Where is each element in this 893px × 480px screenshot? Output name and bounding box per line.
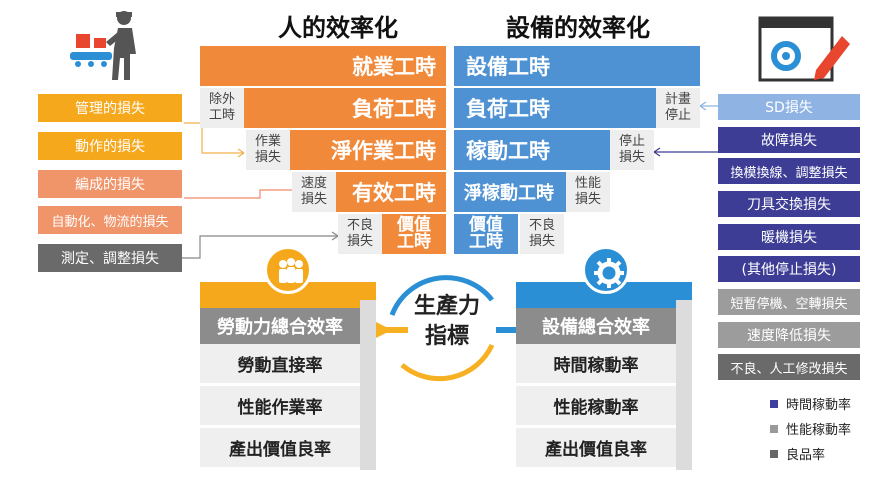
equipment-defect-loss-label: 不良損失 (520, 214, 564, 254)
human-net-work-hours-bar: 淨作業工時 (290, 130, 446, 170)
equipment-stack-header: 設備總合效率 (516, 308, 676, 344)
stop-loss-label: 停止損失 (610, 130, 654, 170)
line-balance-loss-box: 編成的損失 (38, 170, 182, 198)
speed-reduction-loss-box: 速度降低損失 (718, 322, 860, 348)
labor-stack: 勞動力總合效率 勞動直接率 性能作業率 產出價值良率 (200, 282, 376, 472)
equipment-efficiency-title: 設備的效率化 (506, 14, 650, 42)
human-load-hours-bar: 負荷工時 (244, 88, 446, 128)
speed-loss-label: 速度損失 (292, 172, 336, 212)
changeover-loss-box: 換模換線、調整損失 (718, 158, 860, 184)
human-defect-loss-label: 不良損失 (338, 214, 382, 254)
legend-item-performance-operation: 性能稼動率 (770, 419, 880, 438)
motion-loss-box: 動作的損失 (38, 132, 182, 160)
legend-item-yield: 良品率 (770, 444, 880, 463)
equipment-tier-performance-rate: 性能稼動率 (516, 386, 676, 426)
connector-gold (184, 122, 244, 154)
excluded-hours-label: 除外工時 (200, 88, 244, 128)
productivity-indicator: 生產力 指標 (404, 292, 490, 366)
legend-swatch (770, 424, 778, 433)
equipment-tier-time-rate: 時間稼動率 (516, 344, 676, 384)
human-working-hours-bar: 就業工時 (200, 46, 446, 86)
human-efficiency-title: 人的效率化 (278, 14, 398, 42)
human-value-hours-bar: 價值工時 (382, 214, 446, 254)
labor-tier-direct-rate: 勞動直接率 (200, 344, 360, 384)
equipment-operating-hours-bar: 稼動工時 (454, 130, 610, 170)
equipment-net-operating-hours-bar: 淨稼動工時 (454, 172, 566, 212)
labor-tier-performance-rate: 性能作業率 (200, 386, 360, 426)
tool-change-loss-box: 刀具交換損失 (718, 191, 860, 217)
productivity-indicator-line2: 指標 (424, 324, 469, 349)
equipment-hours-bar: 設備工時 (454, 46, 700, 86)
productivity-indicator-line1: 生產力 (413, 294, 480, 319)
defect-rework-loss-box: 不良、人工修改損失 (718, 354, 860, 380)
team-icon (264, 246, 312, 294)
breakdown-loss-box: 故障損失 (718, 127, 860, 153)
management-loss-box: 管理的損失 (38, 94, 182, 122)
labor-stack-header: 勞動力總合效率 (200, 308, 360, 344)
legend-swatch (770, 449, 778, 458)
equipment-value-hours-bar: 價值工時 (454, 214, 518, 254)
equipment-load-hours-bar: 負荷工時 (454, 88, 656, 128)
legend: 時間稼動率 性能稼動率 良品率 (770, 394, 880, 463)
work-loss-label: 作業損失 (246, 130, 290, 170)
legend-item-time-operation: 時間稼動率 (770, 394, 880, 413)
automation-logistics-loss-box: 自動化、物流的損失 (38, 206, 182, 234)
planned-stop-label: 計畫停止 (656, 88, 700, 128)
equipment-value-hours-label: 價值工時 (469, 215, 503, 252)
measurement-adjust-loss-box: 測定、調整損失 (38, 244, 182, 272)
minor-stop-loss-box: 短暫停機、空轉損失 (718, 289, 860, 315)
other-stop-loss-box: (其他停止損失) (718, 256, 860, 282)
human-effective-hours-bar: 有效工時 (336, 172, 446, 212)
human-value-hours-label: 價值工時 (397, 215, 431, 252)
connector-gray (182, 235, 338, 259)
worker-conveyor-icon (66, 8, 162, 88)
connector-salmon (184, 189, 298, 199)
labor-tier-value-yield: 產出價值良率 (200, 428, 360, 468)
equipment-stack: 設備總合效率 時間稼動率 性能稼動率 產出價值良率 (516, 282, 692, 472)
equipment-tier-value-yield: 產出價值良率 (516, 428, 676, 468)
performance-loss-label: 性能損失 (566, 172, 610, 212)
settings-edit-icon (756, 14, 856, 94)
gear-icon (582, 246, 630, 294)
legend-swatch (770, 399, 778, 408)
sd-loss-box: SD損失 (718, 94, 860, 120)
warm-up-loss-box: 暖機損失 (718, 224, 860, 250)
